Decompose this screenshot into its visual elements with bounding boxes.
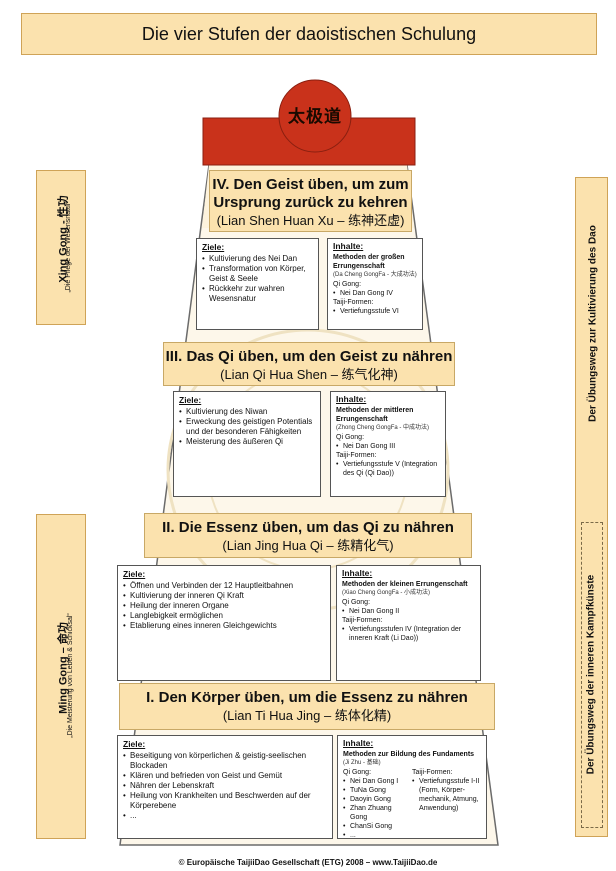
taiji-item: Vertiefungsstufen IV (Integration der in… xyxy=(342,625,475,643)
qigong-label: Qi Gong: xyxy=(333,281,362,288)
goal-item: Kultivierung des Niwan xyxy=(179,407,315,417)
goal-item: Öffnen und Verbinden der 12 Hauptleitbah… xyxy=(123,581,325,591)
content-method-cn: (Xiao Cheng GongFa - 小成功法) xyxy=(342,590,431,596)
qigong-label: Qi Gong: xyxy=(343,769,372,776)
stage-4-title-line1: IV. Den Geist üben, um zum xyxy=(212,176,409,193)
content-heading: Inhalte: xyxy=(342,568,373,578)
stage-1-title: I. Den Körper üben, um die Essenz zu näh… xyxy=(119,683,495,730)
goal-item: Kultivierung des Nei Dan xyxy=(202,254,313,264)
qigong-item: Nei Dan Gong IV xyxy=(333,289,417,298)
stage-2-title: II. Die Essenz üben, um das Qi zu nähren… xyxy=(144,513,472,558)
taiji-item: Vertiefungsstufe V (Integration des Qi (… xyxy=(336,460,440,478)
goals-heading: Ziele: xyxy=(179,395,202,405)
stage-3-title-line2: (Lian Qi Hua Shen – 练气化神) xyxy=(220,367,398,382)
stage-1-title-line1: I. Den Körper üben, um die Essenz zu näh… xyxy=(146,689,468,706)
stage-4-title: IV. Den Geist üben, um zum Ursprung zurü… xyxy=(209,170,412,232)
goal-item: Etablierung eines inneren Gleichgewichts xyxy=(123,621,325,631)
qigong-item: Nei Dan Gong I xyxy=(343,777,408,786)
stage-1-content: Inhalte: Methoden zur Bildung des Fundam… xyxy=(337,735,487,840)
taiji-label: Taiji-Formen: xyxy=(412,769,453,776)
xing-gong-subtitle: „Die Pflege der Wesensnatur“ xyxy=(65,200,72,293)
stage-1-goals: Ziele: Beseitigung von körperlichen & ge… xyxy=(117,735,333,839)
taiji-label: Taiji-Formen: xyxy=(342,617,383,624)
content-method: Methoden der mittleren Errungenschaft xyxy=(336,407,414,423)
goal-item: ... xyxy=(123,811,327,821)
content-method-cn: (Da Cheng GongFa - 大成功法) xyxy=(333,272,417,278)
goal-item: Klären und befrieden von Geist und Gemüt xyxy=(123,771,327,781)
content-heading: Inhalte: xyxy=(343,738,374,748)
content-method-cn: (Zhong Cheng GongFa - 中成功法) xyxy=(336,425,430,431)
stage-1-title-line2: (Lian Ti Hua Jing – 练体化精) xyxy=(222,708,392,723)
goals-heading: Ziele: xyxy=(123,739,146,749)
page-title: Die vier Stufen der daoistischen Schulun… xyxy=(21,13,597,55)
qigong-item: Daoyin Gong xyxy=(343,795,408,804)
dao-path-panel: Der Übungsweg zur Kultivierung des Dao D… xyxy=(575,177,608,837)
martial-arts-panel xyxy=(581,522,603,828)
stage-2-content: Inhalte: Methoden der kleinen Errungensc… xyxy=(336,565,481,681)
stage-2-title-line1: II. Die Essenz üben, um das Qi zu nähren xyxy=(162,519,454,536)
goal-item: Nähren der Lebenskraft xyxy=(123,781,327,791)
goal-item: Langlebigkeit ermöglichen xyxy=(123,611,325,621)
stage-3-content: Inhalte: Methoden der mittleren Errungen… xyxy=(330,391,446,497)
qigong-item: ... xyxy=(343,831,408,840)
stage-4-goals: Ziele: Kultivierung des Nei Dan Transfor… xyxy=(196,238,319,330)
taiji-item: Vertiefungsstufe VI xyxy=(333,307,417,316)
content-method: Methoden der großen Errungenschaft xyxy=(333,254,405,270)
goal-item: Transformation von Körper, Geist & Seele xyxy=(202,264,313,284)
goal-item: Heilung der inneren Organe xyxy=(123,601,325,611)
ming-gong-subtitle: „Die Meisterung von Leben & Schicksal“ xyxy=(67,613,74,738)
content-heading: Inhalte: xyxy=(336,394,367,404)
stage-3-title-line1: III. Das Qi üben, um den Geist zu nähren xyxy=(165,348,453,365)
goals-heading: Ziele: xyxy=(202,242,225,252)
goal-item: Erweckung des geistigen Potentials und d… xyxy=(179,417,315,437)
dao-path-label: Der Übungsweg zur Kultivierung des Dao xyxy=(587,225,599,422)
taiji-label: Taiji-Formen: xyxy=(336,452,377,459)
qigong-item: TuNa Gong xyxy=(343,786,408,795)
goal-item: Meisterung des äußeren Qi xyxy=(179,437,315,447)
stage-3-goals: Ziele: Kultivierung des Niwan Erweckung … xyxy=(173,391,321,497)
qigong-item: Nei Dan Gong III xyxy=(336,442,440,451)
footer-copyright: © Europäische TaijiiDao Gesellschaft (ET… xyxy=(178,858,438,867)
content-method-cn: (Ji Zhu - 基础) xyxy=(343,760,381,766)
qigong-item: ChanSi Gong xyxy=(343,822,408,831)
stage-3-title: III. Das Qi üben, um den Geist zu nähren… xyxy=(163,342,455,386)
stage-4-title-line2: Ursprung zurück zu kehren xyxy=(213,194,408,211)
qigong-label: Qi Gong: xyxy=(336,434,365,441)
stage-2-title-line2: (Lian Jing Hua Qi – 练精化气) xyxy=(222,538,394,553)
goal-item: Kultivierung der inneren Qi Kraft xyxy=(123,591,325,601)
stage-2-goals: Ziele: Öffnen und Verbinden der 12 Haupt… xyxy=(117,565,331,681)
taiji-dao-emblem: 太极道 xyxy=(288,107,342,127)
content-method: Methoden der kleinen Errungenschaft xyxy=(342,581,468,588)
taiji-item: Vertiefungsstufe I-II (Form, Körper-mech… xyxy=(412,777,481,813)
ming-gong-panel: Ming Gong – 命功 „Die Meisterung von Leben… xyxy=(36,514,86,839)
goals-heading: Ziele: xyxy=(123,569,146,579)
qigong-label: Qi Gong: xyxy=(342,599,371,606)
content-method: Methoden zur Bildung des Fundaments xyxy=(343,751,475,758)
stage-4-title-line3: (Lian Shen Huan Xu – 练神还虚) xyxy=(216,213,405,228)
xing-gong-panel: Xing Gong - 性功 „Die Pflege der Wesensnat… xyxy=(36,170,86,325)
goal-item: Rückkehr zur wahren Wesensnatur xyxy=(202,284,313,304)
qigong-item: Zhan Zhuang Gong xyxy=(343,804,408,822)
goal-item: Heilung von Krankheiten und Beschwerden … xyxy=(123,791,327,811)
taiji-label: Taiji-Formen: xyxy=(333,299,374,306)
content-heading: Inhalte: xyxy=(333,241,364,251)
goal-item: Beseitigung von körperlichen & geistig-s… xyxy=(123,751,327,771)
qigong-item: Nei Dan Gong II xyxy=(342,607,475,616)
martial-arts-label: Der Übungsweg der inneren Kampfkünste xyxy=(585,574,597,775)
stage-4-content: Inhalte: Methoden der großen Errungensch… xyxy=(327,238,423,330)
